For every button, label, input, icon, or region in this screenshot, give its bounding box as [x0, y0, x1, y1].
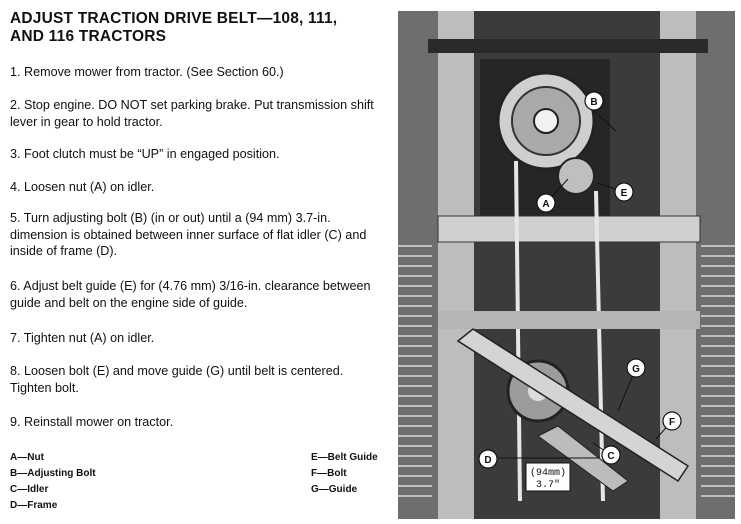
idler-arm	[456, 328, 690, 483]
left-shadow	[398, 11, 438, 519]
frame-rail-right	[660, 11, 696, 519]
legend-item-d: D—Frame	[10, 500, 58, 511]
legend-item-f: F—Bolt	[311, 468, 347, 479]
side-grille-right	[701, 245, 735, 497]
svg-text:A: A	[542, 199, 549, 210]
step-6: 6. Adjust belt guide (E) for (4.76 mm) 3…	[10, 279, 371, 310]
legend-column-left: A—Nut B—Adjusting Bolt C—Idler D—Frame	[10, 450, 96, 514]
photo-illustration: (94mm) 3.7" B E A G F D C	[398, 11, 735, 519]
right-shadow	[695, 11, 735, 519]
legend-item-e: E—Belt Guide	[311, 452, 378, 463]
title-line-1: ADJUST TRACTION DRIVE BELT—108, 111,	[10, 10, 338, 27]
idler-pulley-upper	[557, 157, 595, 195]
step-3: 3. Foot clutch must be “UP” in engaged p…	[10, 147, 280, 161]
step-4: 4. Loosen nut (A) on idler.	[10, 180, 155, 194]
belt-left	[514, 160, 522, 502]
middle-crossbar	[437, 215, 701, 243]
dimension-label-box	[525, 462, 571, 492]
svg-text:E: E	[621, 188, 628, 199]
legend-item-c: C—Idler	[10, 484, 49, 495]
legend-item-b: B—Adjusting Bolt	[10, 468, 96, 479]
legend-column-right: E—Belt Guide F—Bolt G—Guide	[311, 450, 378, 498]
frame-rail-left	[438, 11, 474, 519]
step-2: 2. Stop engine. DO NOT set parking brake…	[10, 98, 374, 129]
dimension-imperial: 3.7"	[536, 479, 560, 491]
step-5: 5. Turn adjusting bolt (B) (in or out) u…	[10, 211, 367, 258]
legend-item-a: A—Nut	[10, 452, 44, 463]
callout-g: G	[626, 358, 646, 378]
lower-crossbar	[438, 311, 700, 329]
step-7: 7. Tighten nut (A) on idler.	[10, 331, 155, 345]
top-crossbar	[428, 39, 708, 53]
page-title: ADJUST TRACTION DRIVE BELT—108, 111, AND…	[10, 10, 390, 46]
pulley-hub	[533, 108, 559, 134]
legend-item-g: G—Guide	[311, 484, 358, 495]
side-grille-left	[398, 245, 432, 497]
callout-b: B	[584, 91, 604, 111]
callout-a: A	[536, 193, 556, 213]
svg-text:D: D	[484, 455, 491, 466]
svg-text:C: C	[607, 451, 614, 462]
callout-e: E	[614, 182, 634, 202]
svg-text:F: F	[669, 417, 675, 428]
tractor-underside-photo: (94mm) 3.7" B E A G F D C	[398, 11, 735, 519]
callout-f: F	[662, 411, 682, 431]
step-1: 1. Remove mower from tractor. (See Secti…	[10, 65, 284, 79]
callout-d: D	[478, 449, 498, 469]
step-9: 9. Reinstall mower on tractor.	[10, 415, 174, 429]
svg-text:B: B	[590, 97, 597, 108]
dimension-metric: (94mm)	[530, 467, 566, 479]
svg-text:G: G	[632, 364, 640, 375]
callout-c: C	[601, 445, 621, 465]
step-8: 8. Loosen bolt (E) and move guide (G) un…	[10, 364, 344, 395]
title-line-2: AND 116 TRACTORS	[10, 28, 167, 45]
